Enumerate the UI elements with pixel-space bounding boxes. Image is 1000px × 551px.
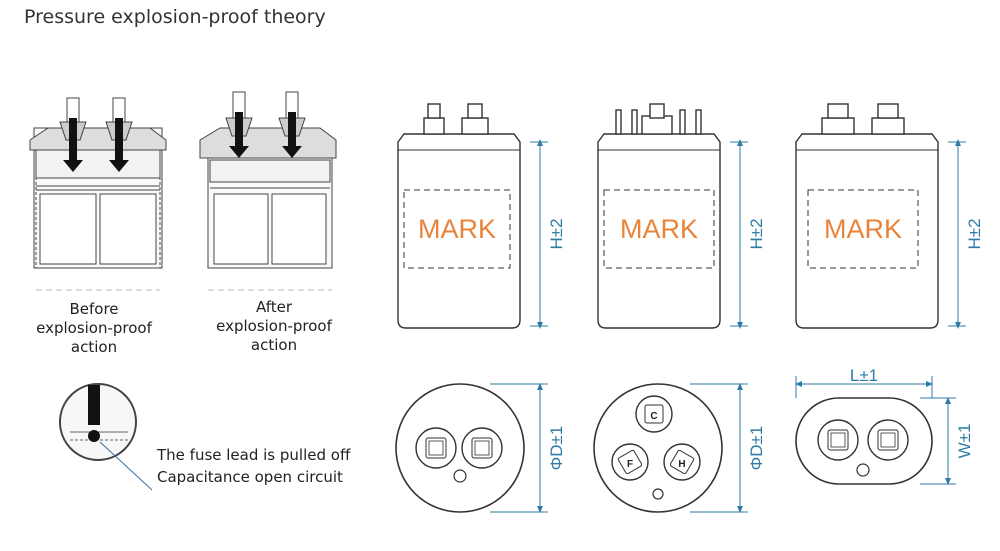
capacitor-2-top [593, 383, 723, 513]
mark-box-1 [403, 189, 511, 269]
mark-box-2 [603, 189, 715, 269]
height-label-3: H±2 [965, 218, 984, 249]
before-cutaway [29, 97, 167, 291]
capacitor-3-top [795, 397, 933, 485]
before-caption-line: action [70, 338, 118, 356]
fuse-note: The fuse lead is pulled off Capacitance … [157, 444, 350, 488]
after-caption-line: action [250, 336, 298, 354]
mark-label-3: MARK [824, 214, 902, 244]
capacitor-1-top [395, 383, 525, 513]
mark-label-1: MARK [418, 214, 496, 244]
fuse-note-line: The fuse lead is pulled off [157, 446, 351, 464]
page-title: Pressure explosion-proof theory [24, 6, 326, 28]
before-caption-line: Before [69, 300, 119, 318]
capacitor-2-side [597, 103, 721, 329]
fuse-note-line: Capacitance open circuit [157, 468, 343, 486]
capacitor-1-side [397, 103, 521, 329]
terminal-f-label: F [627, 459, 633, 470]
after-caption-line: explosion-proof [216, 317, 332, 335]
before-caption: Before explosion-proof action [20, 300, 168, 357]
terminal-h-label: H [678, 459, 685, 470]
fuse-detail [59, 383, 153, 491]
height-label-1: H±2 [547, 218, 566, 249]
width-label: W±1 [955, 424, 974, 459]
after-caption-line: After [255, 298, 293, 316]
before-caption-line: explosion-proof [36, 319, 152, 337]
after-arrows [229, 112, 302, 158]
after-cutaway [199, 91, 337, 291]
before-arrows [63, 118, 129, 172]
mark-box-3 [807, 189, 919, 269]
capacitor-3-side [795, 103, 939, 329]
height-label-2: H±2 [747, 218, 766, 249]
diameter-label-2: ΦD±1 [747, 426, 766, 471]
diameter-label-1: ΦD±1 [547, 426, 566, 471]
terminal-c-label: C [650, 411, 657, 422]
length-label: L±1 [850, 366, 878, 385]
mark-label-2: MARK [620, 214, 698, 244]
after-caption: After explosion-proof action [198, 298, 350, 355]
